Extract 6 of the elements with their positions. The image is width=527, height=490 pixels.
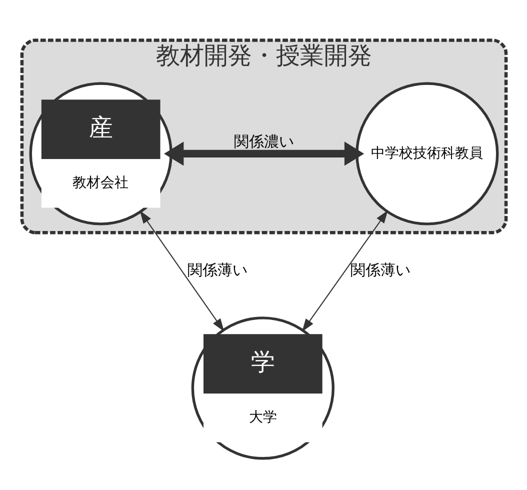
arrow [139, 210, 224, 332]
edge-label: 関係薄い [187, 260, 248, 279]
edge-label: 関係薄い [350, 260, 410, 279]
arrow [302, 210, 388, 332]
arrow [164, 142, 364, 166]
edge-label: 関係濃い [234, 132, 294, 150]
